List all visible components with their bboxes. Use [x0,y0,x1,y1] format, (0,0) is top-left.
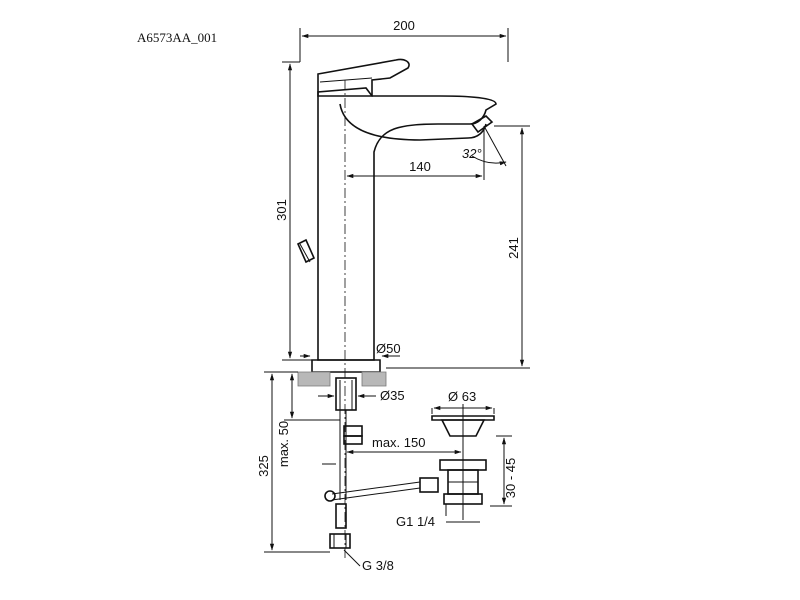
dimension-deck-thickness: max. 50 [276,371,340,467]
svg-text:Ø50: Ø50 [376,341,401,356]
svg-text:max. 150: max. 150 [372,435,425,450]
label-supply-thread: G 3/8 [343,549,394,573]
svg-text:Ø 63: Ø 63 [448,389,476,404]
dimension-hole-diameter: Ø35 [318,388,405,403]
dimension-rod-length: max. 150 [346,435,462,455]
label-waste-thread: G1 1/4 [396,504,480,529]
svg-text:301: 301 [274,199,289,221]
dimension-below-deck-depth: 325 [256,371,330,553]
dimension-spout-height: 241 [386,125,530,369]
svg-text:30 - 45: 30 - 45 [503,458,518,498]
dimension-base-diameter: Ø50 [300,341,401,359]
under-deck-fixings [322,377,363,549]
dimension-total-height: 301 [274,61,312,361]
svg-text:140: 140 [409,159,431,174]
pop-up-waste [331,404,495,520]
svg-text:G 3/8: G 3/8 [362,558,394,573]
svg-text:G1 1/4: G1 1/4 [396,514,435,529]
svg-text:Ø35: Ø35 [380,388,405,403]
svg-text:241: 241 [506,237,521,259]
dimension-waste-diameter: Ø 63 [431,389,495,414]
dimension-spray-angle: 32° [462,125,507,168]
svg-text:325: 325 [256,455,271,477]
deck-surface [297,371,387,387]
drawing-code: A6573AA_001 [137,30,217,45]
svg-text:max. 50: max. 50 [276,421,291,467]
svg-text:32°: 32° [462,146,482,161]
dimension-total-width: 200 [299,18,509,62]
dimension-waste-range: 30 - 45 [490,435,518,507]
svg-text:200: 200 [393,18,415,33]
